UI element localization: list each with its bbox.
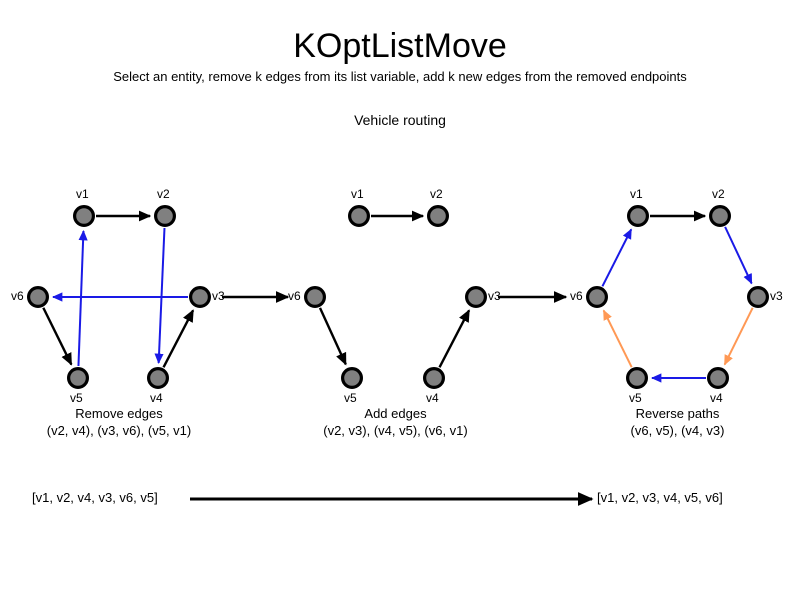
node-label-v3: v3	[770, 289, 783, 303]
node-label-v6: v6	[288, 289, 301, 303]
panel-add-edges	[318, 210, 471, 368]
node-v4[interactable]	[423, 367, 446, 390]
node-label-v5: v5	[70, 391, 83, 405]
node-v4[interactable]	[147, 367, 170, 390]
node-label-v4: v4	[150, 391, 163, 405]
node-v1[interactable]	[72, 205, 95, 228]
panel-caption-remove: Remove edges (v2, v4), (v3, v6), (v5, v1)	[0, 405, 249, 439]
node-v2[interactable]	[427, 205, 450, 228]
before-list: [v1, v2, v4, v3, v6, v5]	[32, 490, 158, 505]
panel-add-nodes	[304, 205, 488, 390]
node-v3[interactable]	[465, 286, 488, 309]
panel-caption-reverse: Reverse paths (v6, v5), (v4, v3)	[548, 405, 800, 439]
caption-title: Reverse paths	[635, 406, 720, 421]
page-subtitle: Select an entity, remove k edges from it…	[113, 69, 687, 84]
edge-v4-v3	[438, 309, 471, 368]
edge-v2-v3	[724, 226, 753, 285]
node-v3[interactable]	[746, 286, 769, 309]
node-v4[interactable]	[706, 367, 729, 390]
node-v6[interactable]	[304, 286, 327, 309]
node-v5[interactable]	[341, 367, 364, 390]
caption-title: Add edges	[364, 406, 427, 421]
node-label-v2: v2	[712, 187, 725, 201]
caption-title: Remove edges	[75, 406, 163, 421]
node-v2[interactable]	[154, 205, 177, 228]
edge-v6-v5	[42, 307, 73, 366]
node-label-v5: v5	[629, 391, 642, 405]
node-label-v1: v1	[351, 187, 364, 201]
edge-v5-v6	[602, 309, 633, 368]
caption-detail: (v2, v3), (v4, v5), (v6, v1)	[323, 423, 468, 438]
edge-v3-v4	[723, 307, 754, 366]
node-v1[interactable]	[626, 205, 649, 228]
node-v6[interactable]	[27, 286, 49, 309]
edge-v2-v4	[154, 227, 166, 365]
panel-reverse-nodes	[585, 205, 769, 390]
node-label-v2: v2	[157, 187, 170, 201]
caption-detail: (v2, v4), (v3, v6), (v5, v1)	[46, 423, 192, 438]
node-v5[interactable]	[66, 367, 89, 390]
edge-v4-v3	[162, 309, 195, 368]
node-v5[interactable]	[625, 367, 648, 390]
node-v2[interactable]	[708, 205, 731, 228]
node-v1[interactable]	[348, 205, 371, 228]
node-label-v1: v1	[630, 187, 643, 201]
node-label-v5: v5	[344, 391, 357, 405]
node-label-v3: v3	[488, 289, 501, 303]
node-label-v4: v4	[710, 391, 723, 405]
panel-remove-nodes	[27, 205, 212, 390]
node-label-v2: v2	[430, 187, 443, 201]
node-v3[interactable]	[189, 286, 212, 309]
panel-caption-add: Add edges (v2, v3), (v4, v5), (v6, v1)	[266, 405, 526, 439]
edge-v5-v1	[77, 229, 88, 367]
node-v6[interactable]	[585, 286, 608, 309]
node-label-v6: v6	[11, 289, 24, 303]
node-label-v6: v6	[570, 289, 583, 303]
node-label-v1: v1	[76, 187, 89, 201]
node-label-v4: v4	[426, 391, 439, 405]
panel-reverse-edges	[601, 210, 754, 383]
page-title: KOptListMove	[293, 27, 507, 65]
edge-v6-v1	[601, 228, 633, 287]
panel-remove-edges	[42, 210, 195, 368]
edge-v6-v5	[318, 307, 347, 366]
caption-detail: (v6, v5), (v4, v3)	[630, 423, 725, 438]
section-label: Vehicle routing	[354, 112, 446, 128]
after-list: [v1, v2, v3, v4, v5, v6]	[597, 490, 723, 505]
node-label-v3: v3	[212, 289, 225, 303]
